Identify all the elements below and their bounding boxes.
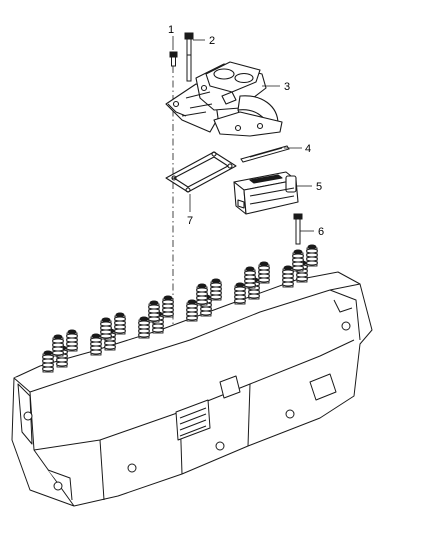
valve-spring bbox=[42, 350, 54, 373]
valve-spring bbox=[52, 334, 64, 357]
valve-spring bbox=[210, 278, 222, 301]
valve-spring bbox=[90, 333, 102, 356]
manifold-gasket-strip-part bbox=[240, 145, 290, 163]
valve-spring bbox=[66, 329, 78, 352]
valve-spring bbox=[100, 317, 112, 340]
valve-spring bbox=[292, 249, 304, 272]
valve-spring bbox=[196, 283, 208, 306]
valve-spring bbox=[186, 299, 198, 322]
callout-6: 6 bbox=[318, 226, 324, 238]
valve-spring bbox=[234, 282, 246, 305]
valve-spring bbox=[162, 295, 174, 318]
bolt-short-part bbox=[169, 51, 178, 67]
grid-heater-part bbox=[233, 171, 299, 215]
valve-spring bbox=[258, 261, 270, 284]
callout-1: 1 bbox=[168, 24, 174, 36]
callout-4: 4 bbox=[305, 143, 311, 155]
leader-lines bbox=[172, 36, 314, 232]
bolt-long-part bbox=[184, 32, 194, 82]
valve-spring bbox=[138, 316, 150, 339]
valve-spring bbox=[148, 300, 160, 323]
valve-spring-field bbox=[42, 244, 318, 373]
heater-gasket-part bbox=[165, 151, 237, 193]
valve-spring bbox=[114, 312, 126, 335]
cylinder-head-assembly bbox=[11, 271, 373, 507]
callout-7: 7 bbox=[187, 215, 193, 227]
heater-bolt-part bbox=[293, 213, 303, 245]
callout-5: 5 bbox=[316, 181, 322, 193]
valve-spring bbox=[306, 244, 318, 267]
valve-spring bbox=[244, 266, 256, 289]
valve-spring bbox=[282, 265, 294, 288]
intake-manifold-elbow-part bbox=[165, 61, 283, 137]
callout-3: 3 bbox=[284, 81, 290, 93]
callout-2: 2 bbox=[209, 35, 215, 47]
